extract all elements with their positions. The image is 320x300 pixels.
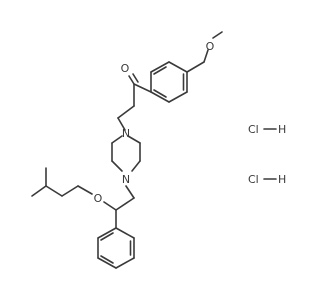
salt-hydrogen-label: H — [278, 123, 286, 136]
phenylethyl-chain — [103, 185, 135, 229]
salt-hydrogen-label: H — [278, 173, 286, 186]
piperazine-bottom-nitrogen-label: N — [122, 173, 130, 186]
piperazine-top-nitrogen-label: N — [122, 127, 130, 140]
hcl-salt-1: Cl H — [248, 123, 286, 136]
propanone-chain — [117, 73, 152, 131]
phenyl-ring — [97, 227, 135, 269]
molecule-structure: O O N N O Cl H Cl H — [31, 31, 286, 269]
hcl-salt-2: Cl H — [248, 173, 286, 186]
salt-chlorine-label: Cl — [248, 173, 259, 186]
salt-chlorine-label: Cl — [248, 123, 259, 136]
methoxy-group — [186, 31, 223, 73]
carbonyl-oxygen-label: O — [121, 62, 130, 75]
atom-labels: O O N N O — [94, 40, 215, 205]
methoxyphenyl-ring — [150, 61, 188, 103]
isopentyl-chain — [31, 167, 93, 197]
piperazine-ring — [111, 135, 141, 172]
ether-oxygen-label: O — [94, 192, 103, 205]
methoxy-oxygen-label: O — [206, 40, 215, 53]
